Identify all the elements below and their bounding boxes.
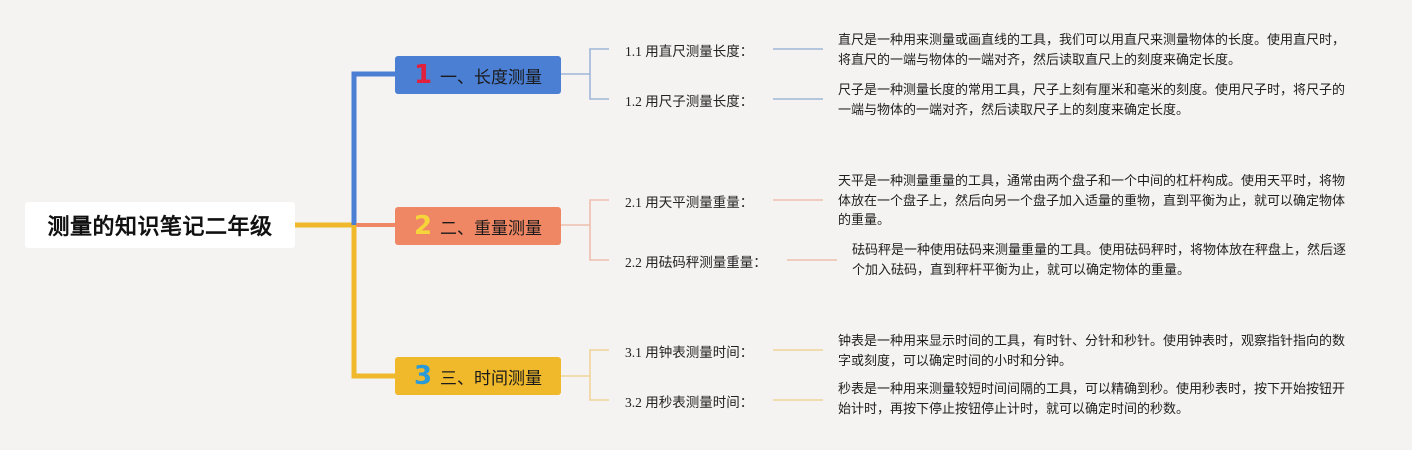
branch-label: 一、长度测量 bbox=[440, 67, 543, 88]
branch-node-time[interactable]: 3 三、时间测量 bbox=[395, 357, 561, 395]
branch-2-bracket bbox=[561, 199, 837, 261]
branch-1-connector bbox=[351, 71, 395, 225]
description-1-2[interactable]: 尺子是一种测量长度的常用工具，尺子上刻有厘米和毫米的刻度。使用尺子时，将尺子的一… bbox=[838, 83, 1346, 118]
branch-3-bracket bbox=[561, 349, 823, 401]
branch-node-length[interactable]: 1 一、长度测量 bbox=[395, 56, 561, 94]
number-badge: 3 bbox=[413, 361, 433, 391]
number-badge: 2 bbox=[413, 211, 433, 241]
description-3-1[interactable]: 钟表是一种用来显示时间的工具，有时针、分针和秒针。使用钟表时，观察指针指向的数字… bbox=[838, 334, 1346, 369]
subtopic-2-2[interactable]: 2.2 用砝码秤测量重量： bbox=[625, 255, 767, 270]
subtopic-3-2[interactable]: 3.2 用秒表测量时间： bbox=[625, 395, 754, 410]
subtopic-3-1[interactable]: 3.1 用钟表测量时间： bbox=[625, 345, 754, 360]
branch-node-weight[interactable]: 2 二、重量测量 bbox=[395, 207, 561, 245]
root-title: 测量的知识笔记二年级 bbox=[47, 215, 273, 240]
branch-1-bracket bbox=[561, 48, 823, 100]
branch-3-connector bbox=[351, 225, 395, 379]
root-node[interactable]: 测量的知识笔记二年级 bbox=[25, 202, 295, 248]
subtopic-1-2[interactable]: 1.2 用尺子测量长度： bbox=[625, 94, 754, 109]
branch-label: 二、重量测量 bbox=[440, 218, 543, 239]
subtopic-1-1[interactable]: 1.1 用直尺测量长度： bbox=[625, 44, 754, 59]
description-3-2[interactable]: 秒表是一种用来测量较短时间间隔的工具，可以精确到秒。使用秒表时，按下开始按钮开始… bbox=[838, 382, 1346, 417]
subtopic-2-1[interactable]: 2.1 用天平测量重量： bbox=[625, 195, 754, 210]
branch-label: 三、时间测量 bbox=[440, 368, 543, 389]
description-1-1[interactable]: 直尺是一种用来测量或画直线的工具，我们可以用直尺来测量物体的长度。使用直尺时，将… bbox=[838, 33, 1346, 68]
description-2-1[interactable]: 天平是一种测量重量的工具，通常由两个盘子和一个中间的杠杆构成。使用天平时，将物体… bbox=[838, 174, 1346, 228]
number-badge: 1 bbox=[413, 60, 433, 90]
description-2-2[interactable]: 砝码秤是一种使用砝码来测量重量的工具。使用砝码秤时，将物体放在秤盘上，然后逐个加… bbox=[852, 243, 1347, 278]
